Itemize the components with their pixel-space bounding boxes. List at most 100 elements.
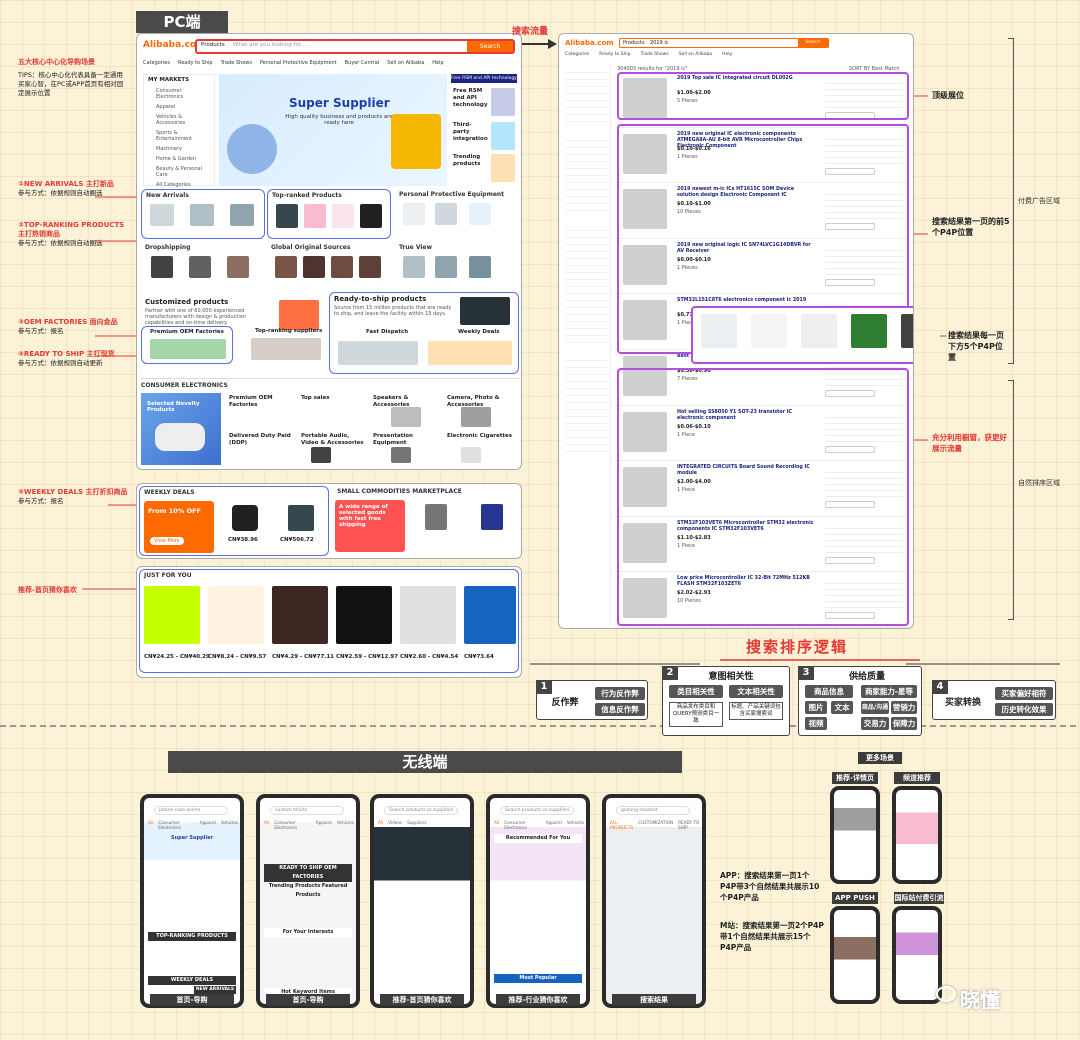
mobile-tab[interactable]: Consumer Electronics — [274, 820, 298, 830]
product-thumb[interactable] — [425, 504, 447, 530]
filter-group[interactable] — [565, 354, 607, 454]
product-thumb[interactable] — [227, 256, 249, 278]
product-thumb[interactable] — [901, 314, 913, 348]
super-supplier-banner[interactable]: Super Supplier — [148, 834, 236, 843]
just-for-you-section[interactable]: JUST FOR YOU CN¥24.25 - CN¥40.29 CN¥8.24… — [139, 569, 519, 673]
search-bar[interactable]: Products 2019 ic Search — [619, 38, 829, 48]
nav-item[interactable]: Personal Protective Equipment — [259, 60, 337, 66]
product-thumb[interactable] — [461, 407, 491, 427]
product-thumb[interactable] — [311, 447, 331, 463]
top-ranked-section[interactable]: Top-ranked Products — [267, 189, 391, 239]
search-result-row[interactable]: INTEGRATED CIRCUITS Board Sound Recordin… — [615, 461, 909, 517]
ready-to-ship-section[interactable]: Ready-to-ship products Source from 15 mi… — [329, 292, 519, 374]
nav-item[interactable]: Buyer Central — [344, 60, 380, 66]
small-promo-card[interactable]: A wide range of selected goods with fast… — [335, 500, 405, 552]
scene-phone[interactable] — [892, 786, 942, 884]
trending-featured-row[interactable]: Trending Products Featured Products — [264, 882, 352, 900]
contact-supplier-button[interactable] — [825, 501, 875, 509]
product-thumb[interactable] — [403, 203, 425, 225]
category-label[interactable]: Speakers & Accessories — [373, 395, 410, 408]
nav-item[interactable]: Trade Shows — [220, 60, 252, 66]
product-thumb[interactable] — [469, 256, 491, 278]
ppe-section[interactable]: Personal Protective Equipment — [395, 189, 519, 239]
search-result-row[interactable]: STM32F103VET6 Microcontroller STM32 elec… — [615, 517, 909, 573]
category-label[interactable]: Top sales — [301, 395, 330, 401]
product-thumb[interactable] — [801, 314, 837, 348]
mobile-tab[interactable]: Apparel — [315, 820, 332, 825]
product-thumb[interactable] — [435, 203, 457, 225]
product-thumb[interactable] — [189, 256, 211, 278]
category-label[interactable]: Presentation Equipment — [373, 433, 413, 446]
search-result-row[interactable]: Low price Microcontroller IC 32-Bit 72MH… — [615, 572, 909, 628]
mobile-tab[interactable]: All — [148, 820, 154, 825]
category-label[interactable]: Camera, Photo & Accessories — [447, 395, 500, 408]
product-thumb[interactable] — [276, 204, 298, 228]
nav-item[interactable]: Categories — [143, 60, 170, 66]
product-image[interactable] — [623, 300, 667, 341]
mobile-tab[interactable]: All — [264, 820, 270, 825]
search-term[interactable]: 2019 ic — [650, 40, 669, 46]
contact-supplier-button[interactable] — [825, 167, 875, 175]
product-image[interactable] — [623, 356, 667, 396]
product-thumb[interactable] — [400, 586, 456, 644]
mobile-tab[interactable]: ALL PRODUCTS — [610, 820, 634, 830]
supplier-info[interactable] — [825, 578, 903, 609]
contact-supplier-button[interactable] — [825, 223, 875, 231]
nav-item[interactable]: Help — [722, 52, 733, 57]
category-label[interactable]: Electronic Cigarettes — [447, 433, 513, 439]
mobile-tab[interactable]: Vehicles — [336, 820, 354, 825]
alibaba-logo[interactable]: Alibaba.com — [143, 40, 206, 50]
search-input[interactable]: What are you looking for... — [233, 42, 306, 48]
mobile-tab[interactable]: READY TO SHIP — [678, 820, 700, 830]
product-thumb[interactable] — [851, 314, 887, 348]
nav-item[interactable]: Trade Shows — [640, 52, 669, 57]
search-button[interactable]: Search — [467, 41, 513, 52]
mobile-search-input[interactable]: gaming headset — [616, 806, 690, 815]
nav-item[interactable]: Sell on Alibaba — [678, 52, 713, 57]
category-item[interactable]: Apparel — [156, 104, 176, 110]
product-thumb[interactable] — [481, 504, 503, 530]
hot-keyword-items[interactable]: Hot Keyword Items — [264, 988, 352, 997]
category-item[interactable]: All Categories — [156, 182, 191, 188]
product-thumb[interactable] — [403, 256, 425, 278]
category-label[interactable]: Portable Audio, Video & Accessories — [301, 433, 364, 446]
weekly-deals-section[interactable]: WEEKLY DEALS From 10% OFF View More CN¥3… — [139, 486, 329, 556]
category-item[interactable]: Vehicles & Accessories — [156, 114, 186, 126]
product-thumb[interactable] — [303, 256, 325, 278]
mobile-tab[interactable]: Consumer Electronics — [504, 820, 528, 830]
nav-item[interactable]: Ready to Ship — [599, 52, 631, 57]
new-arrivals-section[interactable]: New Arrivals — [141, 189, 265, 239]
search-category[interactable]: Products — [201, 42, 225, 48]
product-image[interactable] — [623, 467, 667, 508]
contact-supplier-button[interactable] — [825, 556, 875, 564]
promo-item[interactable]: Free RSM and API technology — [453, 88, 488, 108]
contact-supplier-button[interactable] — [825, 445, 875, 453]
product-thumb[interactable] — [461, 447, 481, 463]
scene-phone[interactable] — [830, 906, 880, 1004]
product-thumb[interactable] — [701, 314, 737, 348]
filter-group[interactable] — [565, 134, 607, 214]
alibaba-logo[interactable]: Alibaba.com — [565, 39, 614, 47]
product-image[interactable] — [623, 244, 667, 285]
search-result-row[interactable]: 2019 Top sale IC integrated circuit DL00… — [615, 72, 909, 128]
category-item[interactable]: Home & Garden — [156, 156, 197, 162]
search-category[interactable]: Products — [623, 40, 645, 46]
product-thumb[interactable] — [232, 505, 258, 531]
mobile-tab[interactable]: All — [378, 820, 384, 825]
product-title[interactable]: STM32L151C8T6 electronics component ic 2… — [677, 298, 807, 304]
product-thumb[interactable] — [208, 586, 264, 644]
category-item[interactable]: Sports & Entertainment — [156, 130, 193, 142]
mobile-tab[interactable]: Videos — [388, 820, 403, 825]
promo-item[interactable]: Third-party integration — [453, 122, 488, 142]
product-title[interactable]: 2019 new original logic IC SN74LVC1G14DB… — [677, 242, 811, 254]
product-image[interactable] — [623, 189, 667, 230]
supplier-info[interactable] — [825, 244, 903, 275]
supplier-info[interactable] — [825, 467, 903, 498]
product-thumb[interactable] — [360, 204, 382, 228]
product-title[interactable]: Hot selling SS8050 Y1 SOT-23 transistor … — [677, 409, 793, 421]
promo-bar[interactable]: Free RSM and API technology — [451, 74, 517, 83]
filter-group[interactable] — [565, 66, 607, 126]
product-title[interactable]: Best — [677, 354, 690, 359]
mobile-tab[interactable]: Suppliers — [407, 820, 427, 825]
search-bar[interactable]: Products What are you looking for... Sea… — [195, 39, 515, 54]
